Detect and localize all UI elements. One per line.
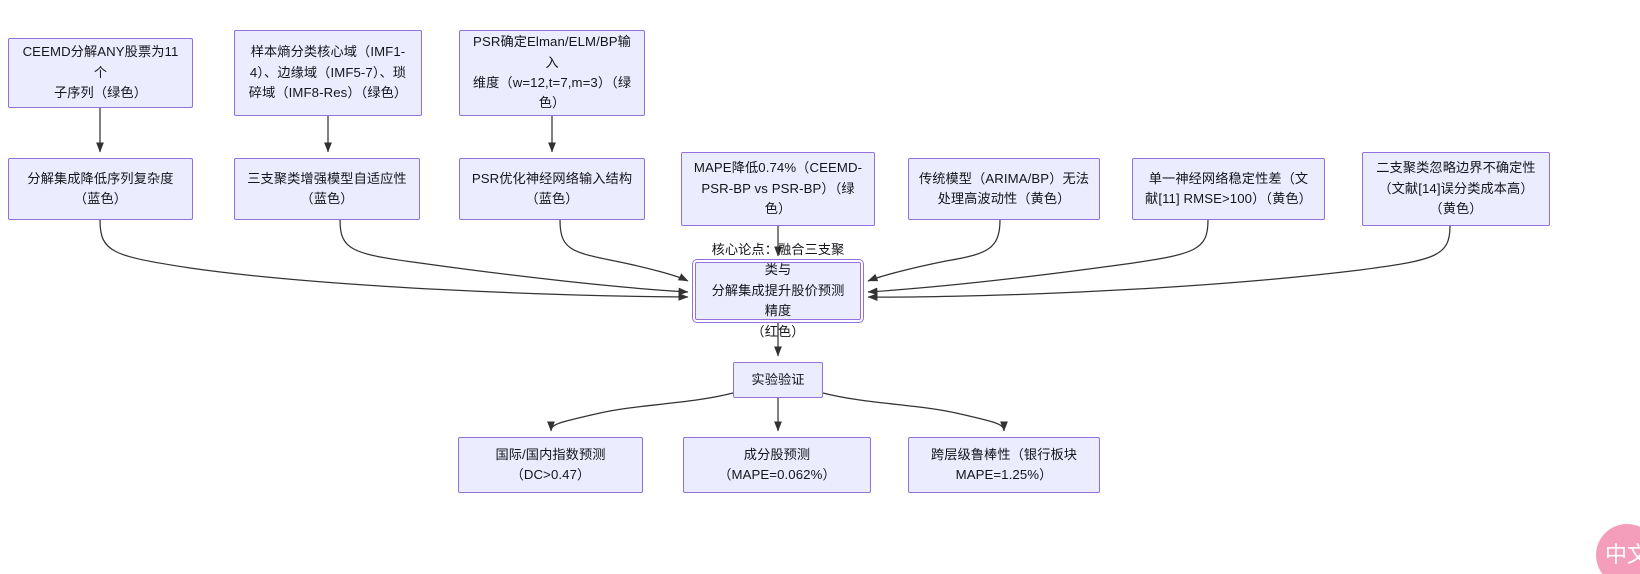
node-experiment-validation[interactable]: 实验验证 bbox=[733, 362, 823, 398]
node-mape-reduction[interactable]: MAPE降低0.74%（CEEMD- PSR-BP vs PSR-BP）（绿 色… bbox=[681, 152, 875, 226]
watermark-text: 中文 bbox=[1604, 542, 1640, 568]
node-label: CEEMD分解ANY股票为11个 子序列（绿色） bbox=[22, 44, 179, 101]
node-label: 传统模型（ARIMA/BP）无法 处理高波动性（黄色） bbox=[918, 170, 1090, 206]
node-three-way-clustering[interactable]: 三支聚类增强模型自适应性 （蓝色） bbox=[234, 158, 420, 220]
node-two-way-clustering-limit[interactable]: 二支聚类忽略边界不确定性 （文献[14]误分类成本高） （黄色） bbox=[1362, 152, 1550, 226]
watermark-badge: 中文 bbox=[1596, 524, 1640, 574]
node-cross-layer-robustness[interactable]: 跨层级鲁棒性（银行板块 MAPE=1.25%） bbox=[908, 437, 1100, 493]
edge-threeway-to-core bbox=[339, 219, 689, 296]
node-label: 核心论点：融合三支聚类与 分解集成提升股价预测精度 （红色） bbox=[711, 241, 845, 339]
node-constituent-stock-forecast[interactable]: 成分股预测 （MAPE=0.062%） bbox=[683, 437, 871, 493]
edge-experiment-to-index bbox=[547, 392, 734, 432]
edge-psrstruct-to-core bbox=[559, 219, 689, 282]
edge-singlenn-to-core bbox=[867, 219, 1209, 296]
node-label: 分解集成降低序列复杂度 （蓝色） bbox=[27, 170, 174, 206]
node-sequence-complexity[interactable]: 分解集成降低序列复杂度 （蓝色） bbox=[8, 158, 193, 220]
node-core-claim[interactable]: 核心论点：融合三支聚类与 分解集成提升股价预测精度 （红色） bbox=[692, 242, 864, 339]
node-label: PSR确定Elman/ELM/BP输入 维度（w=12,t=7,m=3）（绿 色… bbox=[472, 34, 632, 111]
edge-complexity-to-core bbox=[99, 219, 689, 301]
node-label: 二支聚类忽略边界不确定性 （文献[14]误分类成本高） （黄色） bbox=[1376, 160, 1536, 217]
node-sample-entropy-domains[interactable]: 样本熵分类核心域（IMF1- 4）、边缘域（IMF5-7）、琐 碎域（IMF8-… bbox=[234, 30, 422, 116]
node-label: 样本熵分类核心域（IMF1- 4）、边缘域（IMF5-7）、琐 碎域（IMF8-… bbox=[248, 44, 408, 101]
node-psr-network-structure[interactable]: PSR优化神经网络输入结构 （蓝色） bbox=[459, 158, 645, 220]
edge-traditional-to-core bbox=[867, 219, 1001, 282]
node-label: 单一神经网络稳定性差（文 献[11] RMSE>100）（黄色） bbox=[1145, 170, 1312, 206]
node-label: 跨层级鲁棒性（银行板块 MAPE=1.25%） bbox=[930, 446, 1078, 482]
node-label: 实验验证 bbox=[751, 371, 805, 387]
node-label: PSR优化神经网络输入结构 （蓝色） bbox=[471, 170, 633, 206]
edge-experiment-to-crosslayer bbox=[822, 392, 1008, 432]
node-ceemd-decomposition[interactable]: CEEMD分解ANY股票为11个 子序列（绿色） bbox=[8, 38, 193, 108]
node-psr-input-dimension[interactable]: PSR确定Elman/ELM/BP输入 维度（w=12,t=7,m=3）（绿 色… bbox=[459, 30, 645, 116]
node-label: 三支聚类增强模型自适应性 （蓝色） bbox=[247, 170, 407, 206]
node-label: 国际/国内指数预测 （DC>0.47） bbox=[495, 446, 606, 482]
node-label: MAPE降低0.74%（CEEMD- PSR-BP vs PSR-BP）（绿 色… bbox=[693, 160, 863, 217]
node-single-network-instability[interactable]: 单一神经网络稳定性差（文 献[11] RMSE>100）（黄色） bbox=[1132, 158, 1325, 220]
edge-twoway-to-core bbox=[867, 225, 1451, 301]
node-label: 成分股预测 （MAPE=0.062%） bbox=[718, 446, 836, 482]
node-traditional-model-limit[interactable]: 传统模型（ARIMA/BP）无法 处理高波动性（黄色） bbox=[908, 158, 1100, 220]
node-index-forecast[interactable]: 国际/国内指数预测 （DC>0.47） bbox=[458, 437, 643, 493]
